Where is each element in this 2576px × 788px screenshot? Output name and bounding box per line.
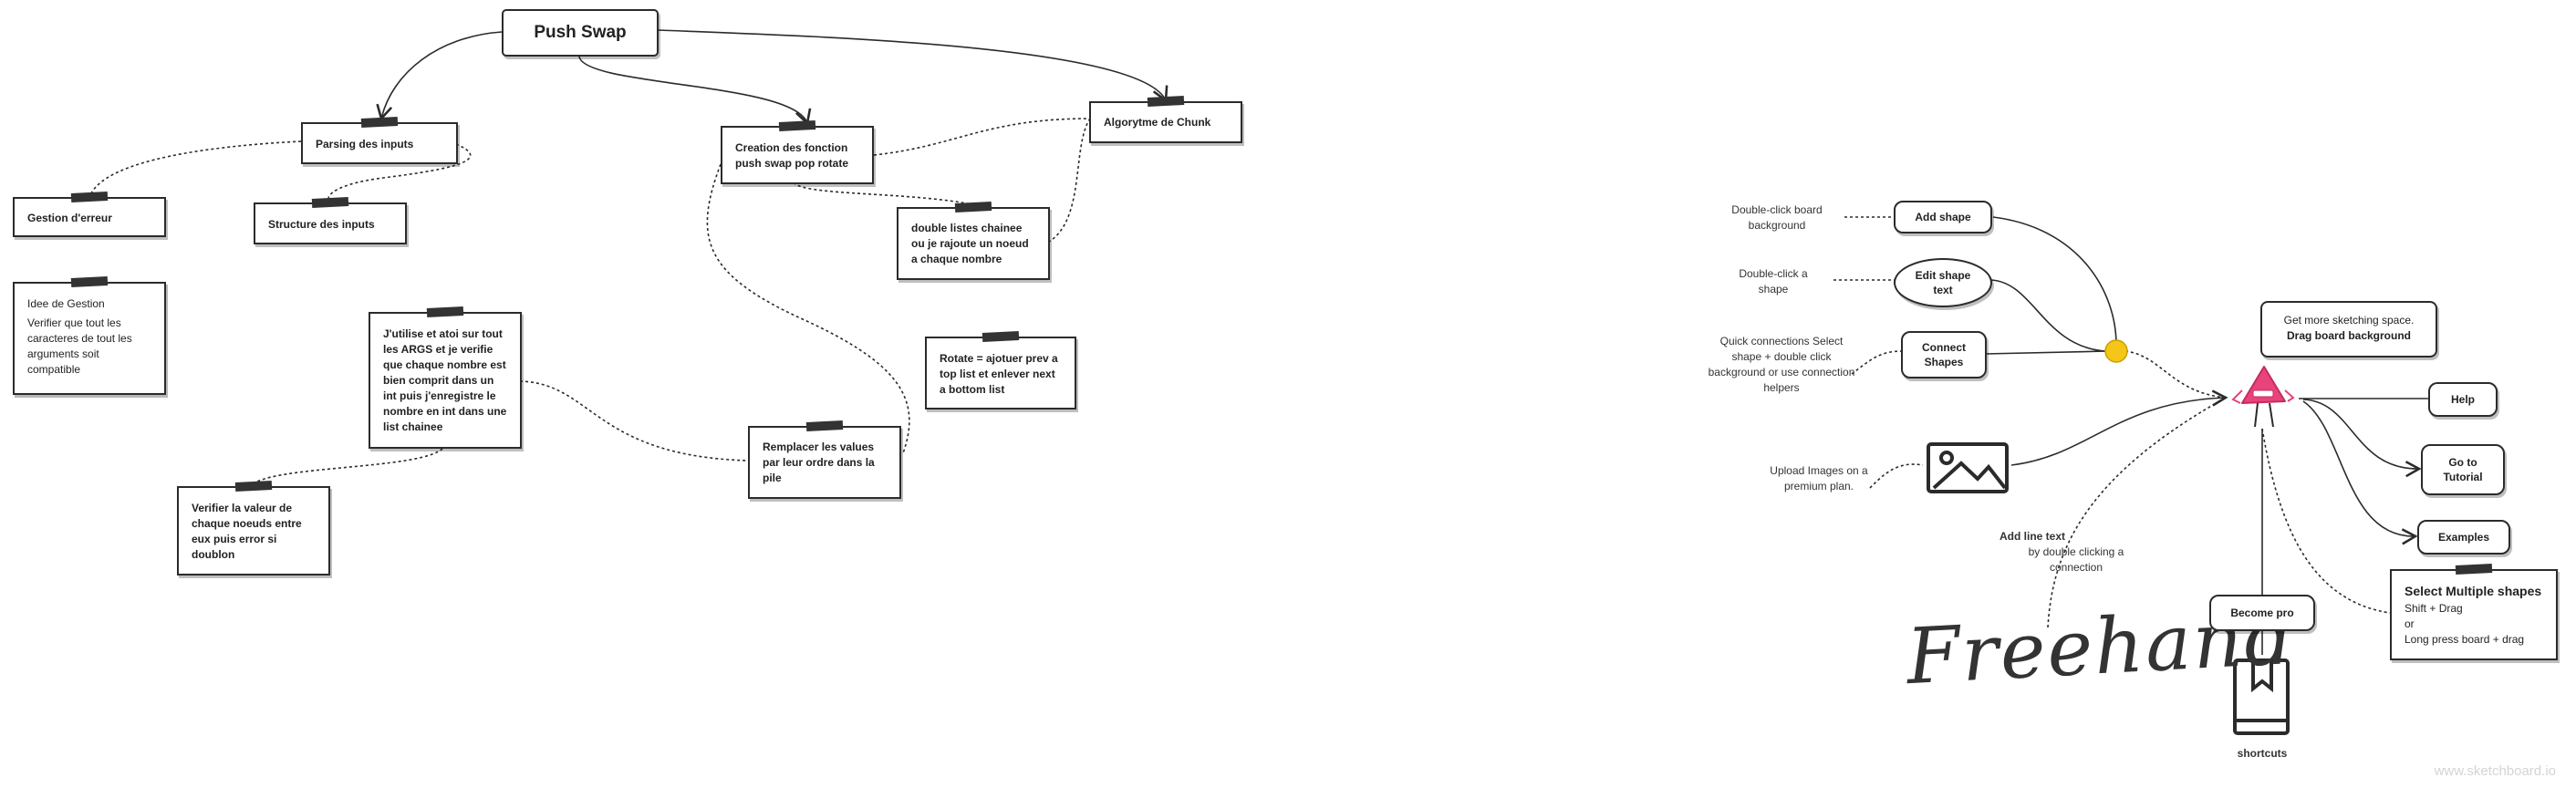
book-icon <box>2233 658 2290 735</box>
node-rotate-text: Rotate = ajotuer prev a top list et enle… <box>940 352 1058 396</box>
edge-atoi-verifier <box>250 448 443 486</box>
node-creation-text: Creation des fonction push swap pop rota… <box>735 141 849 170</box>
node-structure-text: Structure des inputs <box>268 218 375 231</box>
add-shape-button[interactable]: Add shape <box>1894 201 1992 233</box>
node-parsing[interactable]: Parsing des inputs <box>301 116 458 164</box>
hint-quick-connections: Quick connections Select shape + double … <box>1708 335 1855 394</box>
edge-parsing-structure <box>327 143 472 200</box>
edge-line-text <box>2047 397 2227 628</box>
examples-label: Examples <box>2437 531 2490 544</box>
node-verifier-text: Verifier la valeur de chaque noeuds entr… <box>192 502 302 561</box>
edge-creation-remplacer <box>706 163 910 454</box>
help-label: Help <box>2450 393 2475 406</box>
edge-title-creation <box>578 56 812 126</box>
image-icon <box>1927 442 2009 493</box>
edge-title-parsing <box>376 31 503 121</box>
node-verifier[interactable]: Verifier la valeur de chaque noeuds entr… <box>177 480 330 575</box>
title-text: Push Swap <box>534 23 627 42</box>
node-gestion-erreur[interactable]: Gestion d'erreur <box>13 191 166 237</box>
note-idee-gestion[interactable]: Idee de Gestion Verifier que tout les ca… <box>13 275 166 395</box>
watermark: www.sketchboard.io <box>2434 763 2556 779</box>
node-algo-text: Algorytme de Chunk <box>1104 116 1211 129</box>
edit-shape-text-button[interactable]: Edit shape text <box>1894 258 1992 307</box>
select-multiple-note[interactable]: Select Multiple shapes Shift + Drag or L… <box>2390 563 2558 660</box>
edge-quick-connect <box>1851 350 1903 375</box>
hint-add-line-text-title: Add line text <box>1999 530 2065 543</box>
edge-creation-double <box>793 181 977 206</box>
node-double-listes[interactable]: double listes chainee ou je rajoute un n… <box>897 201 1050 280</box>
get-more-line1: Get more sketching space. <box>2283 314 2415 327</box>
edge-mascot-select <box>2261 428 2391 614</box>
title-node[interactable]: Push Swap <box>502 9 659 57</box>
shortcuts-label[interactable]: shortcuts <box>2237 747 2288 760</box>
select-multiple-line3: Long press board + drag <box>2405 633 2525 646</box>
edit-shape-text-label: Edit shape text <box>1915 269 1971 296</box>
hint-add-line-text-body: by double clicking a connection <box>2028 545 2124 574</box>
tape <box>311 196 349 209</box>
edge-creation-algo <box>873 118 1091 156</box>
node-gestion-erreur-text: Gestion d'erreur <box>27 212 112 224</box>
tape <box>778 119 816 132</box>
tape <box>360 116 399 129</box>
edge-edit-dot <box>1990 279 2106 352</box>
connect-shapes-button[interactable]: Connect Shapes <box>1901 331 1987 378</box>
node-structure[interactable]: Structure des inputs <box>254 196 407 244</box>
edge-parsing-gestion <box>90 140 302 194</box>
node-rotate[interactable]: Rotate = ajotuer prev a top list et enle… <box>925 330 1076 410</box>
tape <box>426 306 464 318</box>
go-to-tutorial-button[interactable]: Go to Tutorial <box>2421 444 2505 495</box>
tape <box>234 480 273 493</box>
edge-mascot-tutorial <box>2302 399 2422 478</box>
edge-upload-image <box>1869 463 1924 489</box>
hint-double-click-board: Double-click board background <box>1731 203 1823 232</box>
examples-button[interactable]: Examples <box>2417 520 2510 555</box>
note-idee-body: Verifier que tout les caracteres de tout… <box>27 316 132 376</box>
tape <box>2455 563 2493 575</box>
tape <box>70 275 109 288</box>
go-to-tutorial-label: Go to Tutorial <box>2443 456 2483 483</box>
select-multiple-line2: or <box>2405 617 2415 630</box>
connector-dot <box>2104 339 2128 363</box>
select-multiple-line1: Shift + Drag <box>2405 602 2463 615</box>
hint-upload-images: Upload Images on a premium plan. <box>1770 464 1868 493</box>
node-parsing-text: Parsing des inputs <box>316 138 414 150</box>
add-shape-label: Add shape <box>1915 211 1971 223</box>
get-more-space-bubble: Get more sketching space. Drag board bac… <box>2260 301 2437 358</box>
edge-mascot-examples <box>2302 400 2418 545</box>
help-button[interactable]: Help <box>2428 382 2498 417</box>
edge-add-dot <box>1992 216 2117 346</box>
become-pro-button[interactable]: Become pro <box>2209 595 2315 631</box>
edge-connect-dot <box>1984 350 2108 355</box>
node-atoi[interactable]: J'utilise et atoi sur tout les ARGS et j… <box>369 306 522 449</box>
tape <box>982 330 1020 343</box>
edge-image-mascot <box>2010 389 2228 466</box>
note-idee-title: Idee de Gestion <box>27 297 105 310</box>
hint-double-click-shape: Double-click a shape <box>1739 267 1808 296</box>
tape <box>70 191 109 203</box>
node-algo[interactable]: Algorytme de Chunk <box>1089 95 1242 143</box>
edge-title-algo <box>658 29 1169 103</box>
connect-shapes-label: Connect Shapes <box>1922 341 1966 368</box>
node-double-listes-text: double listes chainee ou je rajoute un n… <box>911 222 1029 265</box>
node-atoi-text: J'utilise et atoi sur tout les ARGS et j… <box>383 327 507 433</box>
mascot-icon <box>2231 366 2295 428</box>
select-multiple-title: Select Multiple shapes <box>2405 584 2542 598</box>
node-creation[interactable]: Creation des fonction push swap pop rota… <box>721 119 874 184</box>
edge-algo-double <box>1048 118 1091 243</box>
tape <box>805 420 844 432</box>
node-remplacer[interactable]: Remplacer les values par leur ordre dans… <box>748 420 901 499</box>
tape <box>954 201 992 213</box>
get-more-line2: Drag board background <box>2286 329 2411 342</box>
become-pro-label: Become pro <box>2230 607 2294 619</box>
node-remplacer-text: Remplacer les values par leur ordre dans… <box>763 441 875 484</box>
edge-dot-mascot <box>2124 350 2227 399</box>
edge-atoi-remplacer <box>519 380 749 461</box>
tape <box>1147 95 1185 108</box>
